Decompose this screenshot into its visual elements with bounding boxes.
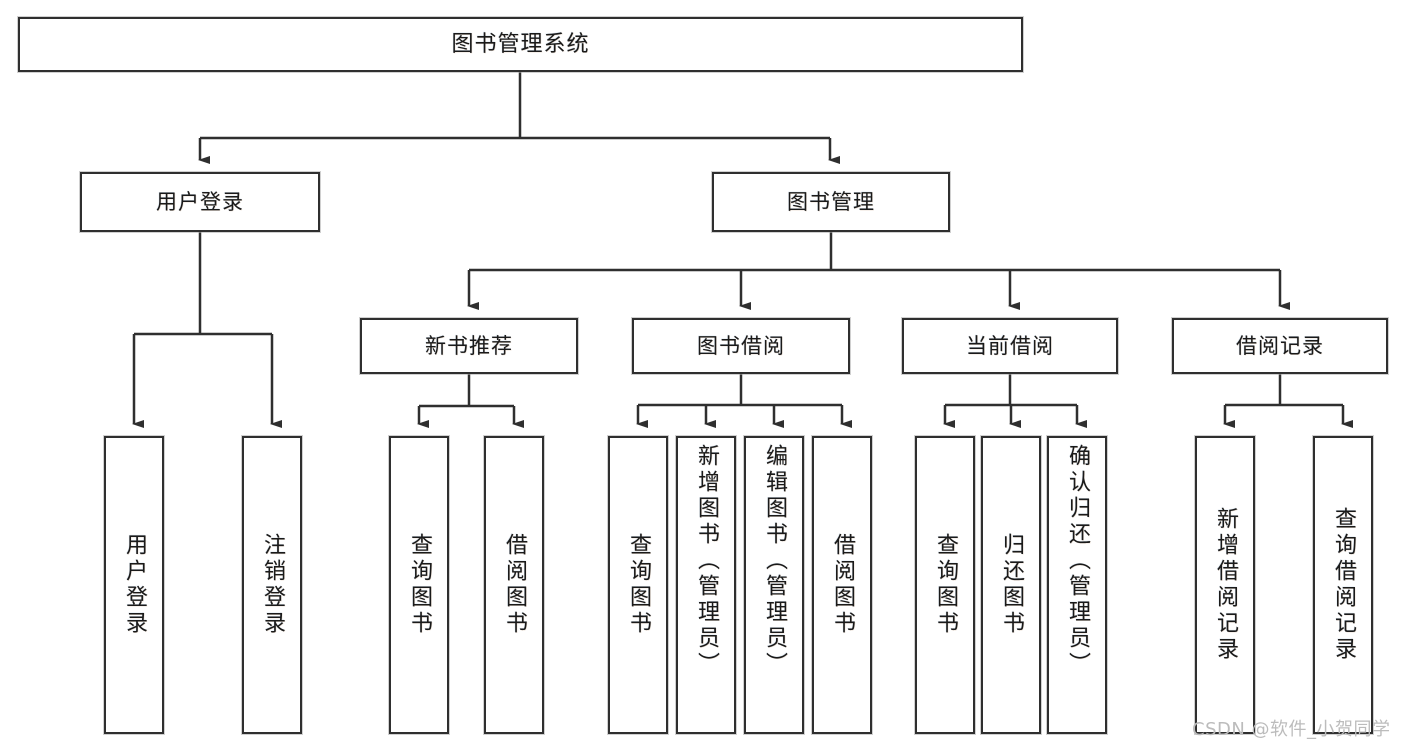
leaf-current-query-book-label: 查询图书	[933, 533, 958, 637]
node-borrow-record-label: 借阅记录	[1236, 333, 1324, 358]
node-root[interactable]: 图书管理系统	[18, 17, 1023, 72]
leaf-edit-book-admin[interactable]: 编辑图书（管理员）	[744, 436, 804, 734]
leaf-recommend-query-book-label: 查询图书	[407, 533, 432, 637]
node-borrow-record[interactable]: 借阅记录	[1172, 318, 1388, 374]
watermark: CSDN @软件_小贺同学	[1192, 719, 1391, 740]
node-root-label: 图书管理系统	[451, 31, 590, 57]
leaf-confirm-return-admin[interactable]: 确认归还（管理员）	[1047, 436, 1107, 734]
leaf-borrow-book[interactable]: 借阅图书	[812, 436, 872, 734]
leaf-borrow-query-book-label: 查询图书	[626, 533, 651, 637]
node-book-borrow[interactable]: 图书借阅	[632, 318, 850, 374]
leaf-edit-book-admin-label: 编辑图书（管理员）	[762, 444, 787, 678]
leaf-recommend-borrow-book-label: 借阅图书	[502, 533, 527, 637]
leaf-borrow-book-label: 借阅图书	[830, 533, 855, 637]
leaf-add-borrow-record-label: 新增借阅记录	[1213, 507, 1238, 663]
leaf-user-login-label: 用户登录	[122, 533, 147, 637]
node-user-login-group[interactable]: 用户登录	[80, 172, 320, 232]
node-current-borrow-label: 当前借阅	[966, 333, 1054, 358]
node-book-borrow-label: 图书借阅	[697, 333, 785, 358]
node-book-management-group[interactable]: 图书管理	[712, 172, 950, 232]
leaf-recommend-query-book[interactable]: 查询图书	[389, 436, 449, 734]
node-new-book-recommend[interactable]: 新书推荐	[360, 318, 578, 374]
leaf-query-borrow-record[interactable]: 查询借阅记录	[1313, 436, 1373, 734]
leaf-add-book-admin[interactable]: 新增图书（管理员）	[676, 436, 736, 734]
leaf-query-borrow-record-label: 查询借阅记录	[1331, 507, 1356, 663]
leaf-user-logout-label: 注销登录	[260, 533, 285, 637]
leaf-borrow-query-book[interactable]: 查询图书	[608, 436, 668, 734]
leaf-user-login[interactable]: 用户登录	[104, 436, 164, 734]
node-book-management-group-label: 图书管理	[787, 189, 875, 214]
leaf-current-query-book[interactable]: 查询图书	[915, 436, 975, 734]
leaf-recommend-borrow-book[interactable]: 借阅图书	[484, 436, 544, 734]
leaf-add-borrow-record[interactable]: 新增借阅记录	[1195, 436, 1255, 734]
node-new-book-recommend-label: 新书推荐	[425, 333, 513, 358]
node-current-borrow[interactable]: 当前借阅	[902, 318, 1118, 374]
node-user-login-group-label: 用户登录	[156, 189, 244, 214]
leaf-return-book-label: 归还图书	[999, 533, 1024, 637]
leaf-return-book[interactable]: 归还图书	[981, 436, 1041, 734]
leaf-add-book-admin-label: 新增图书（管理员）	[694, 444, 719, 678]
leaf-user-logout[interactable]: 注销登录	[242, 436, 302, 734]
leaf-confirm-return-admin-label: 确认归还（管理员）	[1065, 444, 1090, 678]
